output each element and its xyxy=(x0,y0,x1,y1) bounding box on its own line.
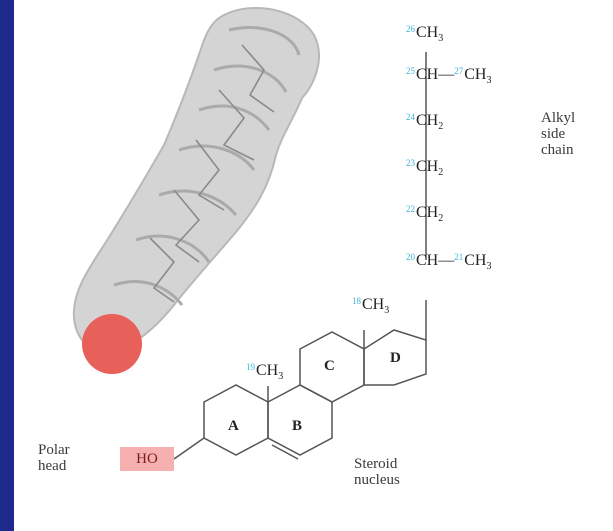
ring-label-d: D xyxy=(390,350,401,366)
skeletal-formula xyxy=(173,52,427,460)
polar-head-label: Polar head xyxy=(38,442,70,474)
steroid-nucleus-label: Steroid nucleus xyxy=(354,456,400,488)
alkyl-side-chain-label: Alkyl side chain xyxy=(541,110,576,158)
methyl-19: 19CH3 xyxy=(246,362,284,383)
carbon-24: 24CH2 xyxy=(406,112,444,133)
carbon-22: 22CH2 xyxy=(406,204,444,225)
methyl-18: 18CH3 xyxy=(352,296,390,317)
cholesterol-structure xyxy=(72,7,427,460)
oxygen-atom xyxy=(82,314,142,374)
carbon-26: 26CH3 xyxy=(406,24,444,45)
carbon-25: 25CH—27CH3 xyxy=(406,66,492,87)
ring-label-b: B xyxy=(292,418,303,434)
ring-d xyxy=(363,329,427,386)
ring-label-c: C xyxy=(324,358,335,374)
hydroxyl-group: HO xyxy=(120,447,174,471)
ring-label-a: A xyxy=(228,418,239,434)
carbon-23: 23CH2 xyxy=(406,158,444,179)
figure-panel: 26CH3 25CH—27CH3 24CH2 23CH2 22CH2 20CH—… xyxy=(14,0,613,531)
space-filling-model xyxy=(72,7,320,374)
carbon-20: 20CH—21CH3 xyxy=(406,252,492,273)
